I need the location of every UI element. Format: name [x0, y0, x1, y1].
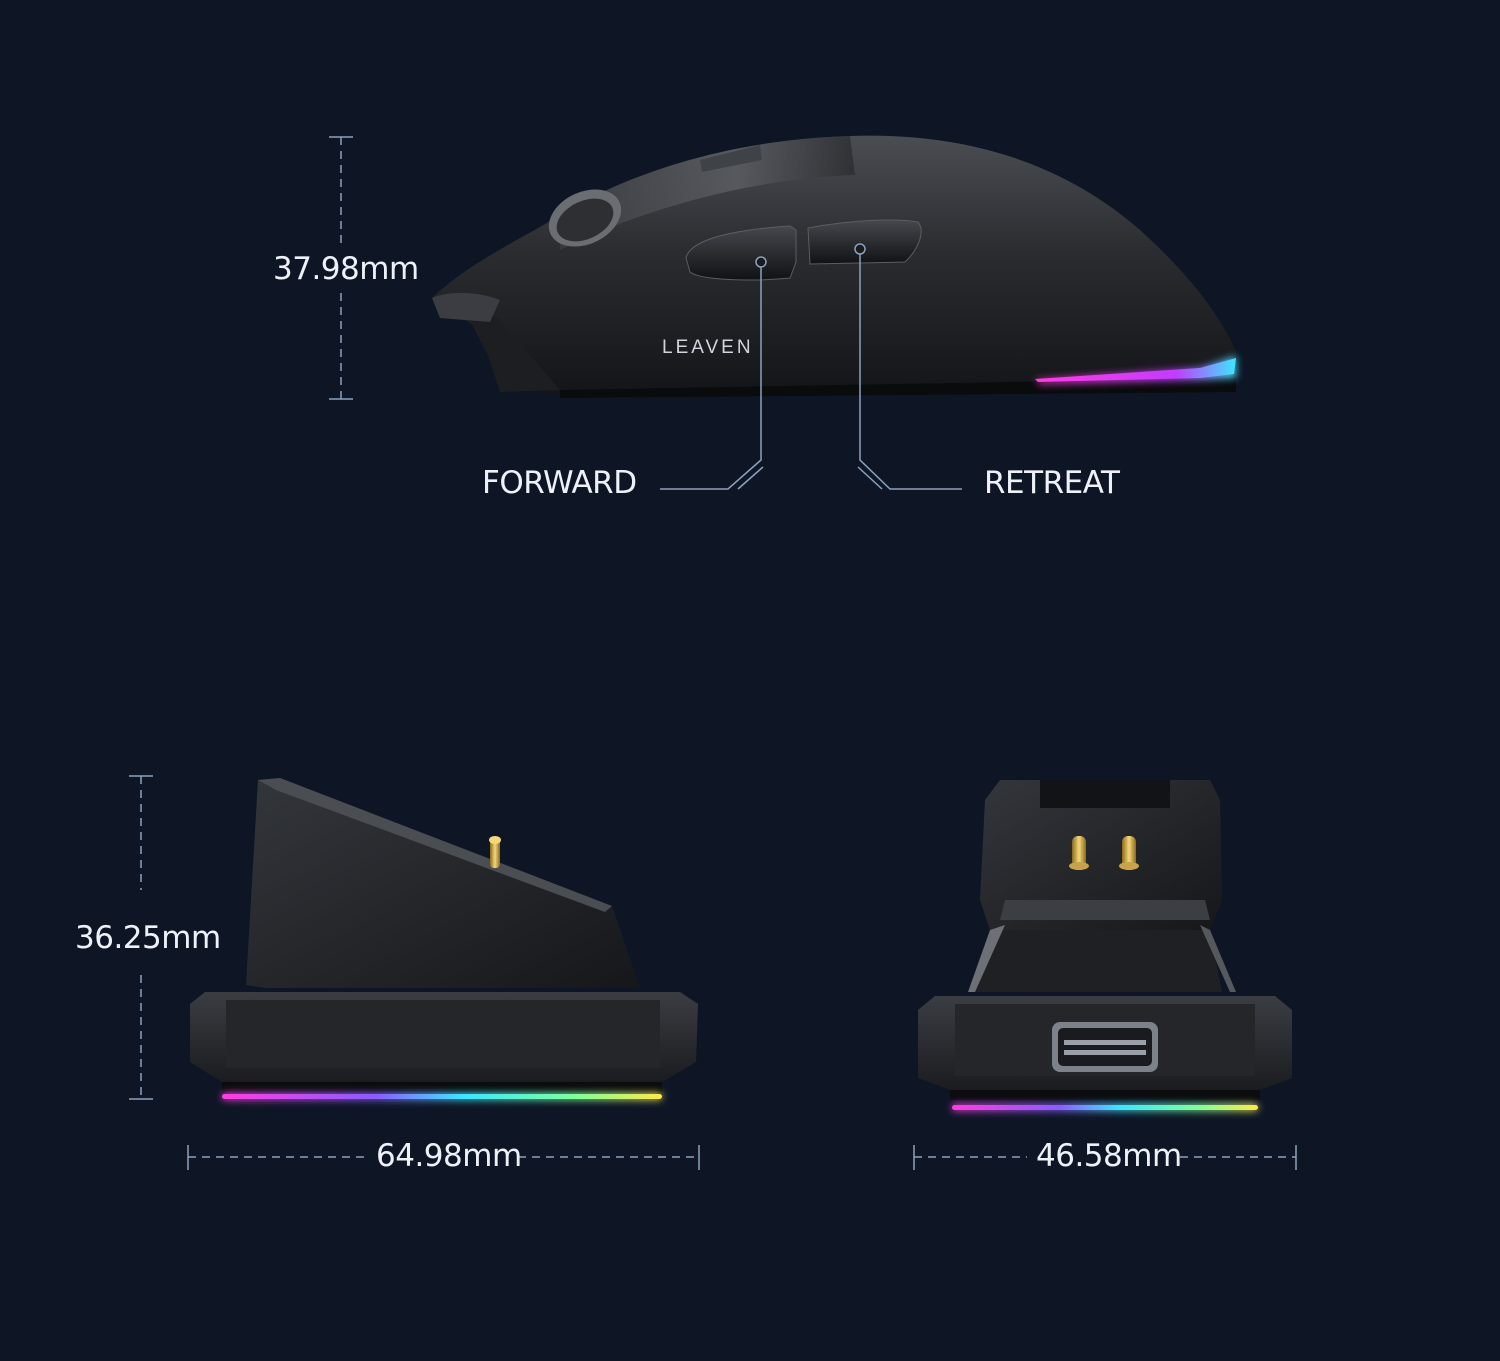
- mouse-height-dimension: [329, 136, 353, 400]
- dock-front-width-label: 46.58mm: [1036, 1138, 1182, 1174]
- dock-height-label: 36.25mm: [75, 920, 221, 956]
- dock-side-view: [190, 778, 698, 1100]
- dock-front-view: [918, 780, 1292, 1111]
- forward-button-label: FORWARD: [482, 465, 637, 501]
- brand-logo: LEAVEN: [662, 337, 754, 358]
- mouse-height-label: 37.98mm: [273, 251, 419, 287]
- dock-side-width-dimension: [187, 1145, 700, 1170]
- mouse-side-view: [432, 135, 1236, 398]
- dock-height-dimension: [129, 775, 153, 1100]
- dock-side-width-label: 64.98mm: [376, 1138, 522, 1174]
- retreat-button-label: RETREAT: [984, 465, 1120, 501]
- dock-front-width-dimension: [913, 1145, 1297, 1170]
- callout-lines: [660, 243, 962, 490]
